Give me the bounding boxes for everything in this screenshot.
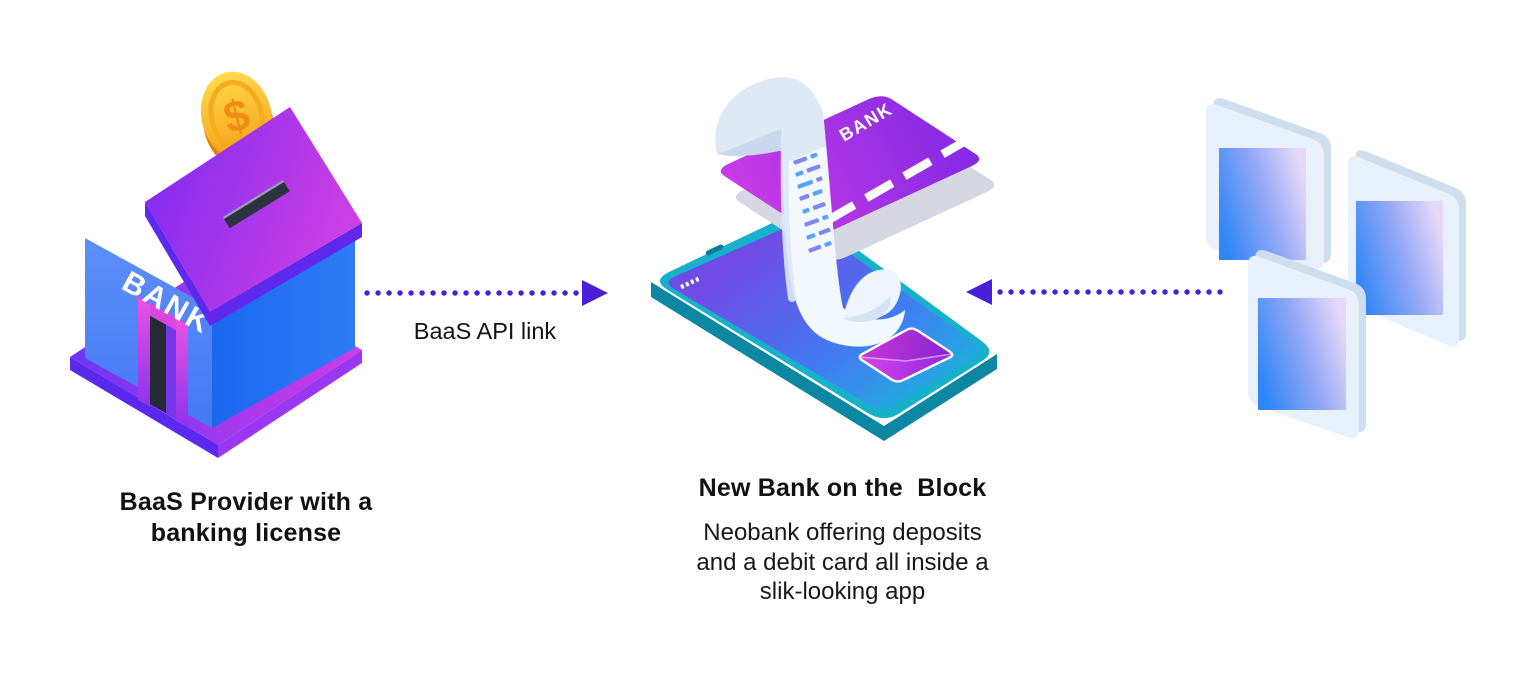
base-side-right — [218, 350, 362, 458]
baas-api-link-arrow — [364, 280, 608, 306]
card-stripe — [787, 139, 965, 246]
receipt-text-lines — [793, 152, 832, 253]
door-pillar-left — [138, 298, 150, 407]
center-desc-line2: and a debit card all inside a — [696, 548, 989, 576]
neobank-phone-illustration: BANK — [651, 77, 997, 441]
envelope-body — [858, 327, 954, 383]
left-caption: BaaS Provider with a banking license — [36, 487, 456, 549]
window-screen — [1219, 148, 1306, 260]
app-window-top-left — [1206, 98, 1331, 270]
receipt-flap — [715, 77, 823, 154]
envelope-icon — [858, 327, 954, 383]
receipt-top-shade — [782, 112, 826, 163]
app-window-right — [1348, 150, 1466, 347]
api-link-label: BaaS API link — [413, 318, 557, 344]
app-window-bottom — [1248, 249, 1366, 439]
camera-dots-icon — [680, 277, 700, 289]
center-desc-line3: slik-looking app — [759, 578, 926, 605]
center-caption-desc: Neobank offering deposits and a debit ca… — [620, 518, 1065, 607]
center-caption-title: New Bank on the Block — [698, 474, 987, 502]
left-caption-line1: BaaS Provider with a — [119, 488, 373, 516]
center-desc-line1: Neobank offering deposits — [703, 519, 982, 546]
receipt-left-shade — [780, 132, 796, 302]
coin-slot — [224, 182, 290, 229]
window-screen — [1356, 201, 1443, 315]
left-caption-line2: banking license — [150, 519, 342, 547]
bank-piggybank-illustration: $ BANK — [70, 71, 362, 458]
base-side-left — [70, 357, 218, 458]
envelope-creases — [859, 353, 953, 362]
right-link-arrow — [966, 279, 1223, 305]
roof-underside — [145, 202, 362, 326]
bank-wall-right — [212, 230, 355, 428]
receipt-paper — [715, 77, 905, 347]
envelope-flap — [859, 328, 953, 361]
door-header — [138, 296, 188, 337]
speaker-slot-icon — [705, 244, 724, 256]
arrowhead-right-icon — [582, 280, 608, 306]
receipt-flap-underside — [717, 129, 784, 157]
receipt-curl-shade — [843, 296, 891, 322]
arrowhead-left-icon — [966, 279, 992, 305]
bank-roof — [145, 107, 362, 326]
door-pillar-right — [176, 319, 188, 428]
bank-door — [138, 296, 188, 428]
window-screen — [1258, 298, 1346, 410]
center-caption: New Bank on the Block Neobank offering d… — [620, 473, 1065, 607]
app-windows-illustration — [1206, 98, 1466, 439]
